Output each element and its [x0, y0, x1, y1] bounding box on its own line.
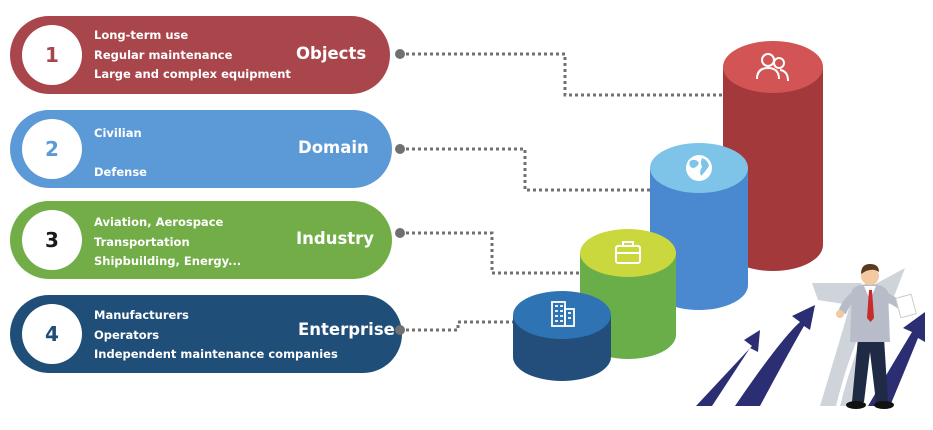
- item-line: Manufacturers: [94, 308, 189, 322]
- banner-objects: 1 Long-term use Regular maintenance Larg…: [10, 16, 390, 94]
- globe-icon: [686, 155, 712, 181]
- number-circle: 4: [22, 304, 82, 364]
- item-title: Objects: [296, 44, 367, 63]
- briefcase-icon: [615, 241, 641, 264]
- banner-enterprise: 4 Manufacturers Operators Independent ma…: [10, 295, 402, 373]
- number-circle: 2: [22, 119, 82, 179]
- item-line: Large and complex equipment: [94, 67, 291, 81]
- item-title: Domain: [298, 138, 369, 157]
- item-line: Shipbuilding, Energy...: [94, 254, 242, 268]
- item-number: 2: [45, 137, 59, 161]
- connector-dots: [395, 49, 405, 335]
- item-line: Aviation, Aerospace: [94, 215, 224, 229]
- item-number: 3: [45, 228, 59, 252]
- item-lines: Manufacturers Operators Independent main…: [94, 306, 338, 365]
- item-number: 4: [45, 322, 59, 346]
- building-icon: [551, 301, 575, 327]
- item-line: Long-term use: [94, 28, 189, 42]
- connector-dot: [395, 49, 405, 59]
- connector-lines: [400, 52, 725, 332]
- item-lines: Long-term use Regular maintenance Large …: [94, 26, 291, 85]
- people-icon: [756, 53, 789, 82]
- cylinder-enterprise: [513, 291, 611, 381]
- item-line: Defense: [94, 165, 147, 179]
- businessman-illustration: [836, 264, 917, 409]
- number-circle: 3: [22, 210, 82, 270]
- arrow-navy-left: [696, 330, 760, 406]
- item-title: Industry: [296, 229, 375, 248]
- connector-dot: [395, 325, 405, 335]
- connector-industry: [400, 231, 580, 275]
- item-lines: Civilian Defense: [94, 124, 147, 183]
- item-line: Independent maintenance companies: [94, 347, 338, 361]
- connector-domain: [400, 147, 652, 192]
- item-line: Operators: [94, 327, 160, 342]
- connector-dot: [395, 144, 405, 154]
- connector-dot: [395, 228, 405, 238]
- arrow-navy-mid: [735, 305, 815, 406]
- item-line: Regular maintenance: [94, 47, 233, 62]
- item-title: Enterprise: [298, 320, 395, 339]
- item-lines: Aviation, Aerospace Transportation Shipb…: [94, 213, 241, 272]
- connector-objects: [400, 52, 725, 97]
- connector-enterprise: [400, 320, 515, 332]
- number-circle: 1: [22, 25, 82, 85]
- item-line: Civilian: [94, 126, 142, 140]
- banner-industry: 3 Aviation, Aerospace Transportation Shi…: [10, 201, 392, 279]
- banner-domain: 2 Civilian Defense Domain: [10, 110, 392, 188]
- item-number: 1: [45, 43, 59, 67]
- item-line: Transportation: [94, 234, 190, 249]
